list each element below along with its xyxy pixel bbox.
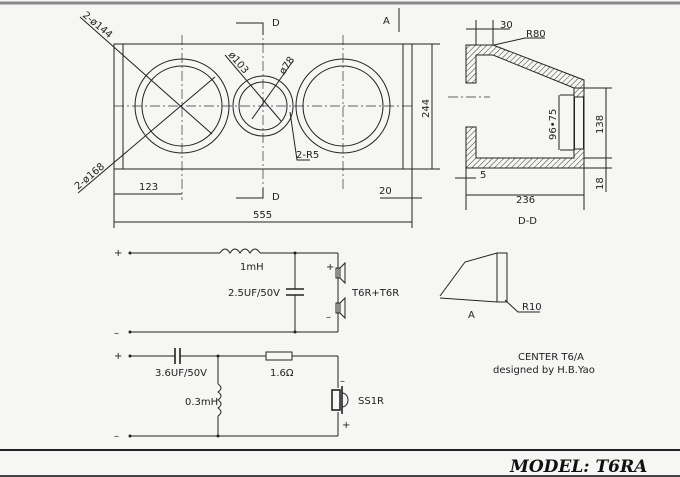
section-mark-bottom: D <box>272 192 280 203</box>
view-mark-a: A <box>383 16 390 27</box>
woofers-label: T6R+T6R <box>351 288 399 299</box>
dim-96x75: 96•75 <box>548 109 559 140</box>
designer-credit: designed by H.B.Yao <box>493 365 595 376</box>
capacitor-3.6uf-label: 3.6UF/50V <box>155 368 207 379</box>
section-view: 96•75 138 18 236 D-D 30 R80 5 <box>448 20 612 227</box>
dim-r80: R80 <box>526 29 546 40</box>
model-name: MODEL: T6RA <box>509 457 647 477</box>
tweeter-minus: – <box>340 376 345 387</box>
detail-label: A <box>468 310 475 321</box>
tweeter-label: SS1R <box>358 396 384 407</box>
dim-236: 236 <box>516 195 535 206</box>
tweeter-icon <box>331 386 349 414</box>
dim-18: 18 <box>595 177 606 190</box>
plus-terminal-label: + <box>114 351 122 362</box>
dim-555: 555 <box>253 210 272 221</box>
plus-terminal-label: + <box>114 248 122 259</box>
woofer-icon <box>335 261 346 285</box>
woofer-plus: + <box>326 262 334 273</box>
section-mark-top: D <box>272 18 280 29</box>
dim-244: 244 <box>421 99 432 118</box>
woofer-minus: – <box>326 312 331 323</box>
dim-30: 30 <box>500 20 513 31</box>
tweeter-plus: + <box>342 420 350 431</box>
resistor-label: 1.6Ω <box>270 368 294 379</box>
tweeter-crossover: + – – + 3.6UF/50V 0.3mH 1.6Ω SS1R <box>114 348 384 442</box>
dim-78: ø78 <box>277 55 297 77</box>
minus-terminal-label: – <box>114 328 119 339</box>
dim-138: 138 <box>595 115 606 134</box>
dim-20: 20 <box>379 186 392 197</box>
dim-103: ø103 <box>226 50 251 76</box>
dim-2x144: 2-ø144 <box>80 10 114 41</box>
detail-r10: R10 <box>522 302 542 313</box>
dim-5: 5 <box>480 170 486 181</box>
dim-123: 123 <box>139 182 158 193</box>
detail-a: R10 A <box>439 252 542 321</box>
inductor-1mh-label: 1mH <box>240 262 264 273</box>
dim-2x168: 2-ø168 <box>73 161 107 192</box>
capacitor-2.5uf-label: 2.5UF/50V <box>228 288 280 299</box>
drawing-title: CENTER T6/A <box>518 352 584 363</box>
section-label: D-D <box>518 216 537 227</box>
woofer-icon <box>335 296 346 320</box>
inductor-0.3mh-label: 0.3mH <box>185 397 218 408</box>
minus-terminal-label: – <box>114 431 119 442</box>
woofer-crossover: + – + – 1mH 2.5UF/50V T6R+T6R <box>114 248 399 339</box>
dim-r5: 2-R5 <box>296 150 319 161</box>
front-view: 2-ø144 2-ø168 ø103 ø78 2-R5 244 123 555 … <box>73 8 440 228</box>
